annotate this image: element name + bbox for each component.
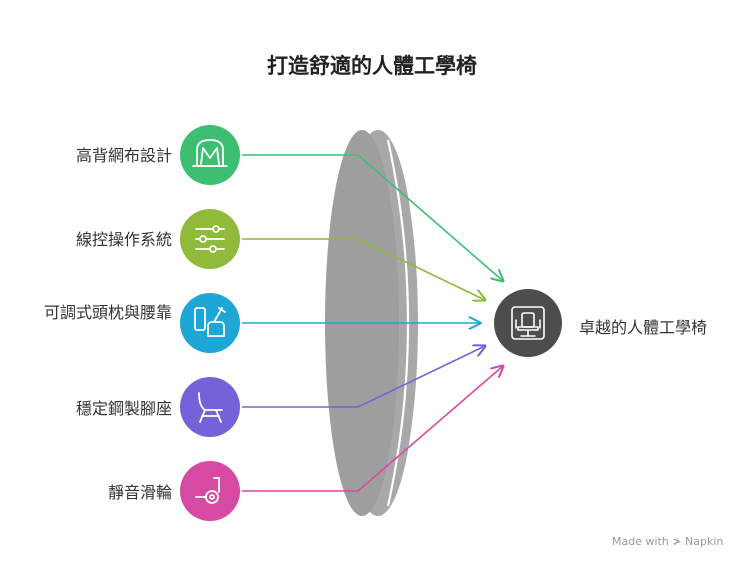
chair-base-icon	[198, 392, 223, 423]
connector-mesh-backrest	[242, 154, 503, 281]
feature-node-casters	[180, 461, 240, 521]
feature-node-control-system	[180, 209, 240, 269]
feature-node-mesh-backrest	[180, 125, 240, 185]
outcome-node	[494, 289, 562, 357]
feature-label-headrest-lumbar: 可調式頭枕與腰靠	[43, 303, 172, 322]
feature-label-control-system: 線控操作系統	[75, 230, 172, 249]
mesh-backrest-icon	[192, 139, 228, 167]
outcome-label: 卓越的人體工學椅	[579, 318, 708, 337]
feature-label-mesh-backrest: 高背網布設計	[75, 146, 172, 165]
caster-wheel-icon	[195, 477, 220, 504]
adjustable-seat-icon	[194, 307, 226, 337]
diagram-title: 打造舒適的人體工學椅	[267, 54, 477, 78]
connector-control-system	[242, 238, 485, 300]
feature-node-steel-base	[180, 377, 240, 437]
feature-node-headrest-lumbar	[180, 293, 240, 353]
office-chair-icon	[511, 306, 545, 340]
feature-label-steel-base: 穩定鋼製腳座	[75, 399, 172, 418]
connector-steel-base	[242, 346, 485, 408]
feature-label-casters: 靜音滑輪	[107, 483, 172, 502]
connector-casters	[242, 366, 503, 492]
watermark: Made with ≯ Napkin	[612, 535, 724, 548]
slider-controls-icon	[195, 225, 225, 253]
